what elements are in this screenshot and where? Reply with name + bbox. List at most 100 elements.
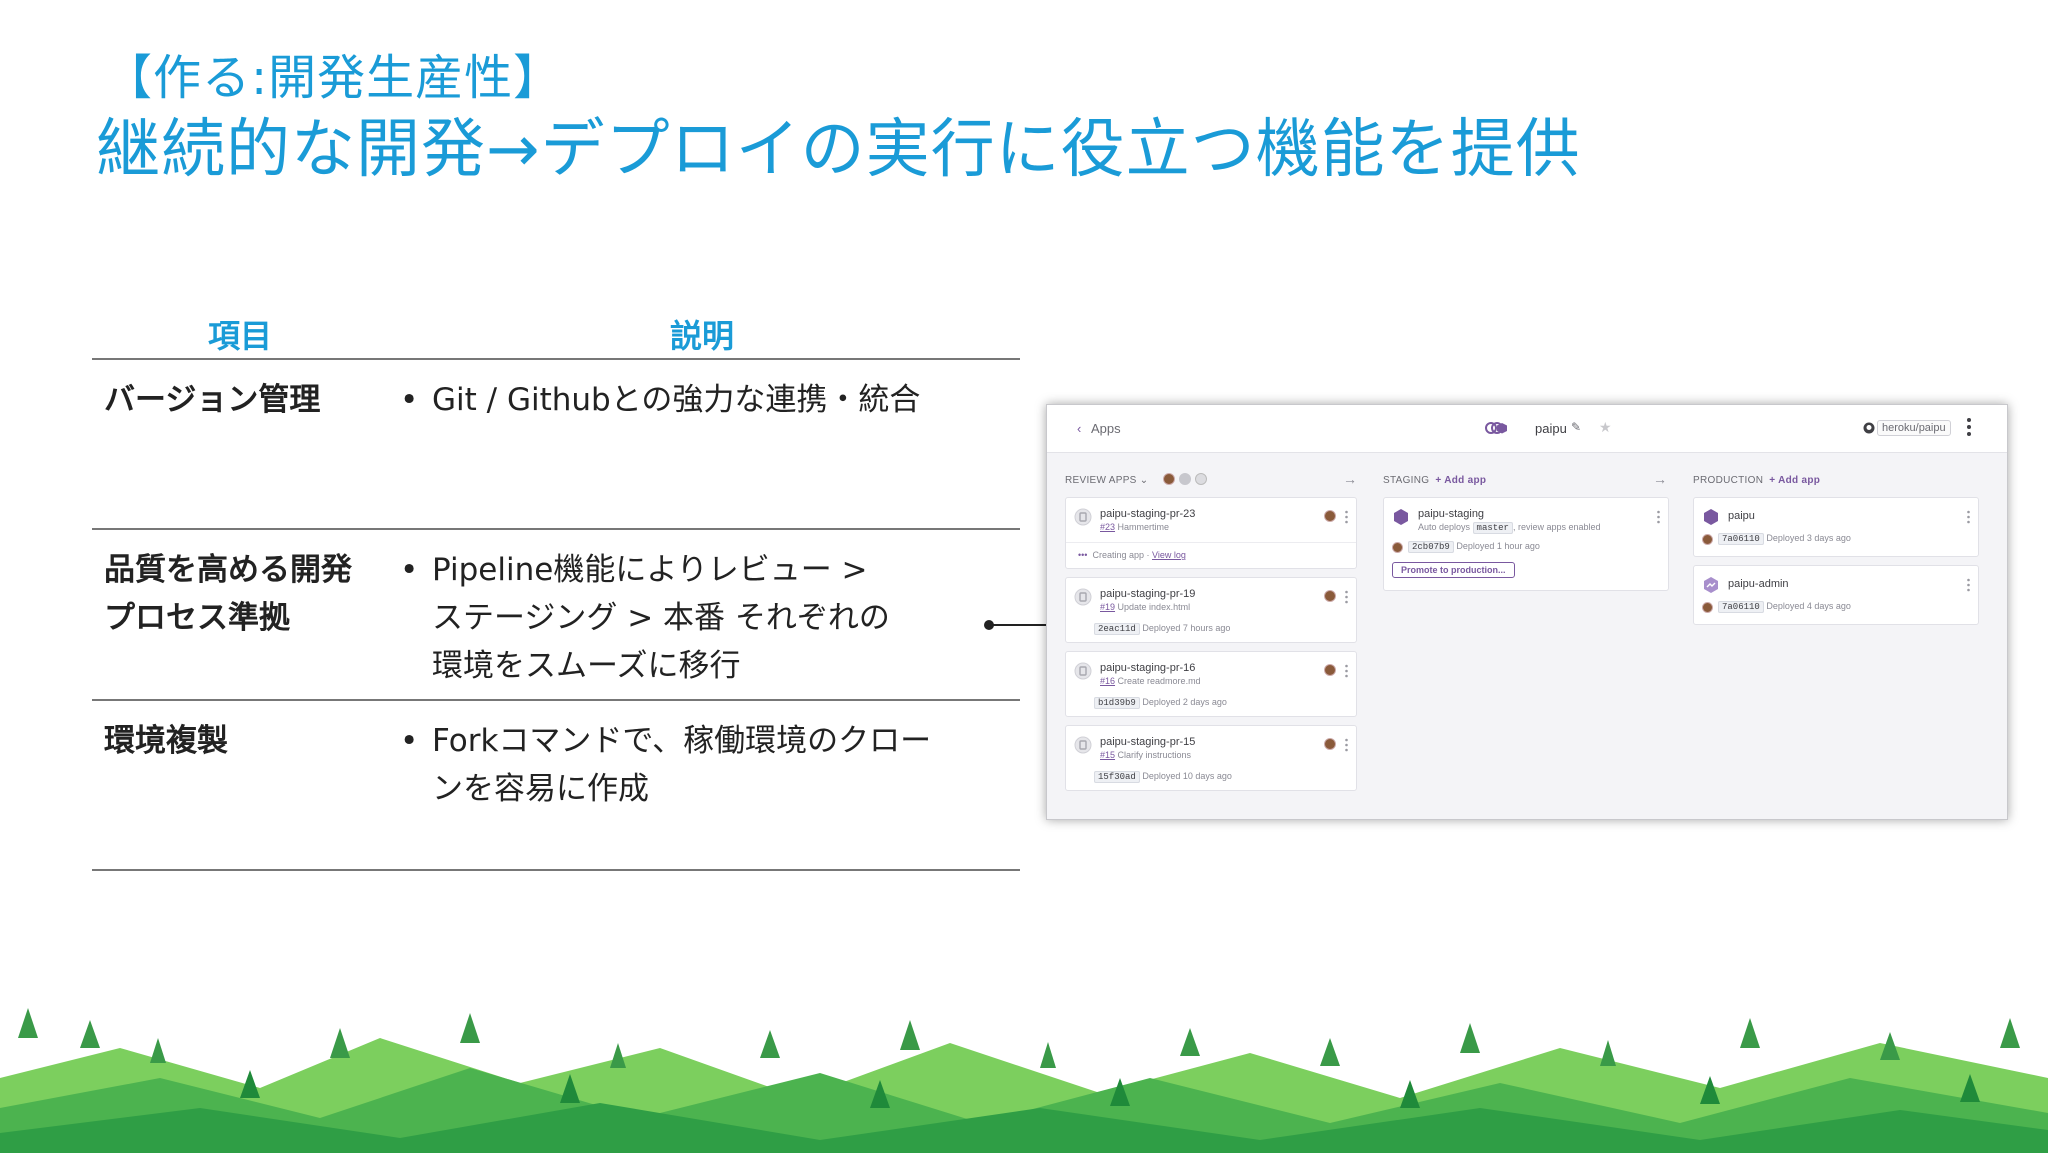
app-badge-icon <box>1074 662 1092 680</box>
commit-sha[interactable]: 7a06110 <box>1718 533 1764 545</box>
row-name: 品質を高める開発 プロセス準拠 <box>104 546 352 642</box>
commit-sha[interactable]: 15f30ad <box>1094 771 1140 783</box>
more-options-icon[interactable] <box>1967 578 1970 592</box>
auto-deploy-text: Auto deploys <box>1418 522 1473 532</box>
forest-hills-decoration <box>0 1008 2048 1153</box>
row-description-line: Forkコマンドで、稼働環境のクロー <box>432 723 932 759</box>
creating-text: Creating app · <box>1092 550 1153 560</box>
row-description-line: ステージング > 本番 それぞれの <box>432 600 890 636</box>
pr-message: Update index.html <box>1115 602 1191 612</box>
row-description-line: 環境をスムーズに移行 <box>432 648 741 684</box>
row-name: バージョン管理 <box>104 376 320 424</box>
commit-sha[interactable]: 2eac11d <box>1094 623 1140 635</box>
app-name[interactable]: paipu-admin <box>1728 578 1789 590</box>
deploy-time: Deployed 3 days ago <box>1763 533 1851 543</box>
more-options-icon[interactable] <box>1345 664 1348 678</box>
add-production-app-link[interactable]: + Add app <box>1769 475 1821 486</box>
avatar <box>1324 664 1336 676</box>
app-badge-icon <box>1074 508 1092 526</box>
row-name-line: プロセス準拠 <box>104 600 290 636</box>
deploy-info: 7a06110 Deployed 4 days ago <box>1718 601 1851 613</box>
app-name[interactable]: paipu-staging-pr-19 <box>1100 588 1196 600</box>
branch-name: master <box>1472 522 1513 534</box>
bullet: • <box>400 382 419 418</box>
pipeline-icon <box>1485 422 1507 434</box>
production-app-card[interactable]: paipu-admin 7a06110 Deployed 4 days ago <box>1693 565 1979 625</box>
pr-link[interactable]: #19 <box>1100 602 1116 612</box>
slide-title: 継続的な開発→デプロイの実行に役立つ機能を提供 <box>96 113 1581 187</box>
add-staging-app-link[interactable]: + Add app <box>1435 475 1487 486</box>
avatar <box>1179 473 1191 485</box>
table-row: 品質を高める開発 プロセス準拠 • Pipeline機能によりレビュー > ステ… <box>92 530 1020 701</box>
loading-dots-icon: ••• <box>1078 550 1093 560</box>
more-options-icon[interactable] <box>1345 590 1348 604</box>
pencil-icon[interactable]: ✎ <box>1571 420 1582 434</box>
deploy-info: 15f30ad Deployed 10 days ago <box>1094 771 1232 783</box>
avatar <box>1324 590 1336 602</box>
staging-app-card[interactable]: paipu-staging Auto deploys master, revie… <box>1383 497 1669 591</box>
production-header: PRODUCTION+ Add app <box>1693 475 1820 486</box>
app-hexagon-icon <box>1394 509 1408 525</box>
more-options-icon[interactable] <box>1345 738 1348 752</box>
pr-link[interactable]: #23 <box>1100 522 1116 532</box>
deploy-info: 2eac11d Deployed 7 hours ago <box>1094 623 1230 635</box>
header-item: 項目 <box>208 317 273 355</box>
commit-sha[interactable]: b1d39b9 <box>1094 697 1140 709</box>
view-log-link[interactable]: View log <box>1152 550 1186 560</box>
production-app-card[interactable]: paipu 7a06110 Deployed 3 days ago <box>1693 497 1979 557</box>
review-app-card[interactable]: paipu-staging-pr-16 #16 Create readmore.… <box>1065 651 1357 717</box>
review-app-card[interactable]: paipu-staging-pr-15 #15 Clarify instruct… <box>1065 725 1357 791</box>
pipeline-name: paipu <box>1535 421 1567 436</box>
review-apps-header[interactable]: REVIEW APPS ⌄ <box>1065 475 1148 486</box>
pr-message: Create readmore.md <box>1115 676 1201 686</box>
column-label: STAGING <box>1383 475 1430 486</box>
promote-to-production-button[interactable]: Promote to production... <box>1392 562 1515 578</box>
app-name[interactable]: paipu-staging-pr-16 <box>1100 662 1196 674</box>
avatar <box>1324 738 1336 750</box>
row-name: 環境複製 <box>104 717 228 765</box>
app-hexagon-icon <box>1704 509 1718 525</box>
more-options-icon[interactable] <box>1967 417 1971 437</box>
github-icon <box>1863 422 1875 434</box>
pr-info: #23 Hammertime <box>1100 522 1169 532</box>
pr-link[interactable]: #16 <box>1100 676 1116 686</box>
more-options-icon[interactable] <box>1345 510 1348 524</box>
deploy-time: Deployed 2 days ago <box>1139 697 1227 707</box>
table-row: 環境複製 • Forkコマンドで、稼働環境のクロー ンを容易に作成 <box>92 701 1020 871</box>
table-row: バージョン管理 • Git / Githubとの強力な連携・統合 <box>92 360 1020 530</box>
pr-info: #15 Clarify instructions <box>1100 750 1191 760</box>
pr-link[interactable]: #15 <box>1100 750 1116 760</box>
review-app-card[interactable]: paipu-staging-pr-23 #23 Hammertime ••• C… <box>1065 497 1357 569</box>
commit-sha[interactable]: 2cb07b9 <box>1408 541 1454 553</box>
repo-link[interactable]: heroku/paipu <box>1877 420 1951 436</box>
review-app-card[interactable]: paipu-staging-pr-19 #19 Update index.htm… <box>1065 577 1357 643</box>
row-name-line: 環境複製 <box>104 723 228 759</box>
chevron-left-icon[interactable]: ‹ <box>1077 421 1082 436</box>
arrow-right-icon: → <box>1653 471 1667 487</box>
app-name[interactable]: paipu-staging-pr-15 <box>1100 736 1196 748</box>
bullet: • <box>400 552 419 588</box>
deploy-time: Deployed 10 days ago <box>1139 771 1232 781</box>
app-name[interactable]: paipu-staging <box>1418 508 1485 520</box>
more-options-icon[interactable] <box>1657 510 1660 524</box>
bullet: • <box>400 723 419 759</box>
commit-sha[interactable]: 7a06110 <box>1718 601 1764 613</box>
pr-info: #16 Create readmore.md <box>1100 676 1201 686</box>
deploy-time: Deployed 1 hour ago <box>1453 541 1540 551</box>
slide-subtitle: 【作る:開発生産性】 <box>104 50 563 106</box>
more-options-icon[interactable] <box>1967 510 1970 524</box>
staging-header: STAGING + Add app <box>1383 475 1486 486</box>
avatar <box>1324 510 1336 522</box>
app-name[interactable]: paipu <box>1728 510 1755 522</box>
header-description: 説明 <box>670 317 735 355</box>
row-description-line: Pipeline機能によりレビュー > <box>432 552 868 588</box>
avatar <box>1195 473 1207 485</box>
avatar <box>1392 542 1403 553</box>
back-to-apps-link[interactable]: Apps <box>1091 421 1121 436</box>
row-description-line: ンを容易に作成 <box>432 771 649 807</box>
avatar <box>1702 602 1713 613</box>
deploy-info: 7a06110 Deployed 3 days ago <box>1718 533 1851 545</box>
app-name[interactable]: paipu-staging-pr-23 <box>1100 508 1196 520</box>
row-description: Pipeline機能によりレビュー > ステージング > 本番 それぞれの 環境… <box>432 546 1012 690</box>
star-icon[interactable]: ★ <box>1599 419 1612 435</box>
